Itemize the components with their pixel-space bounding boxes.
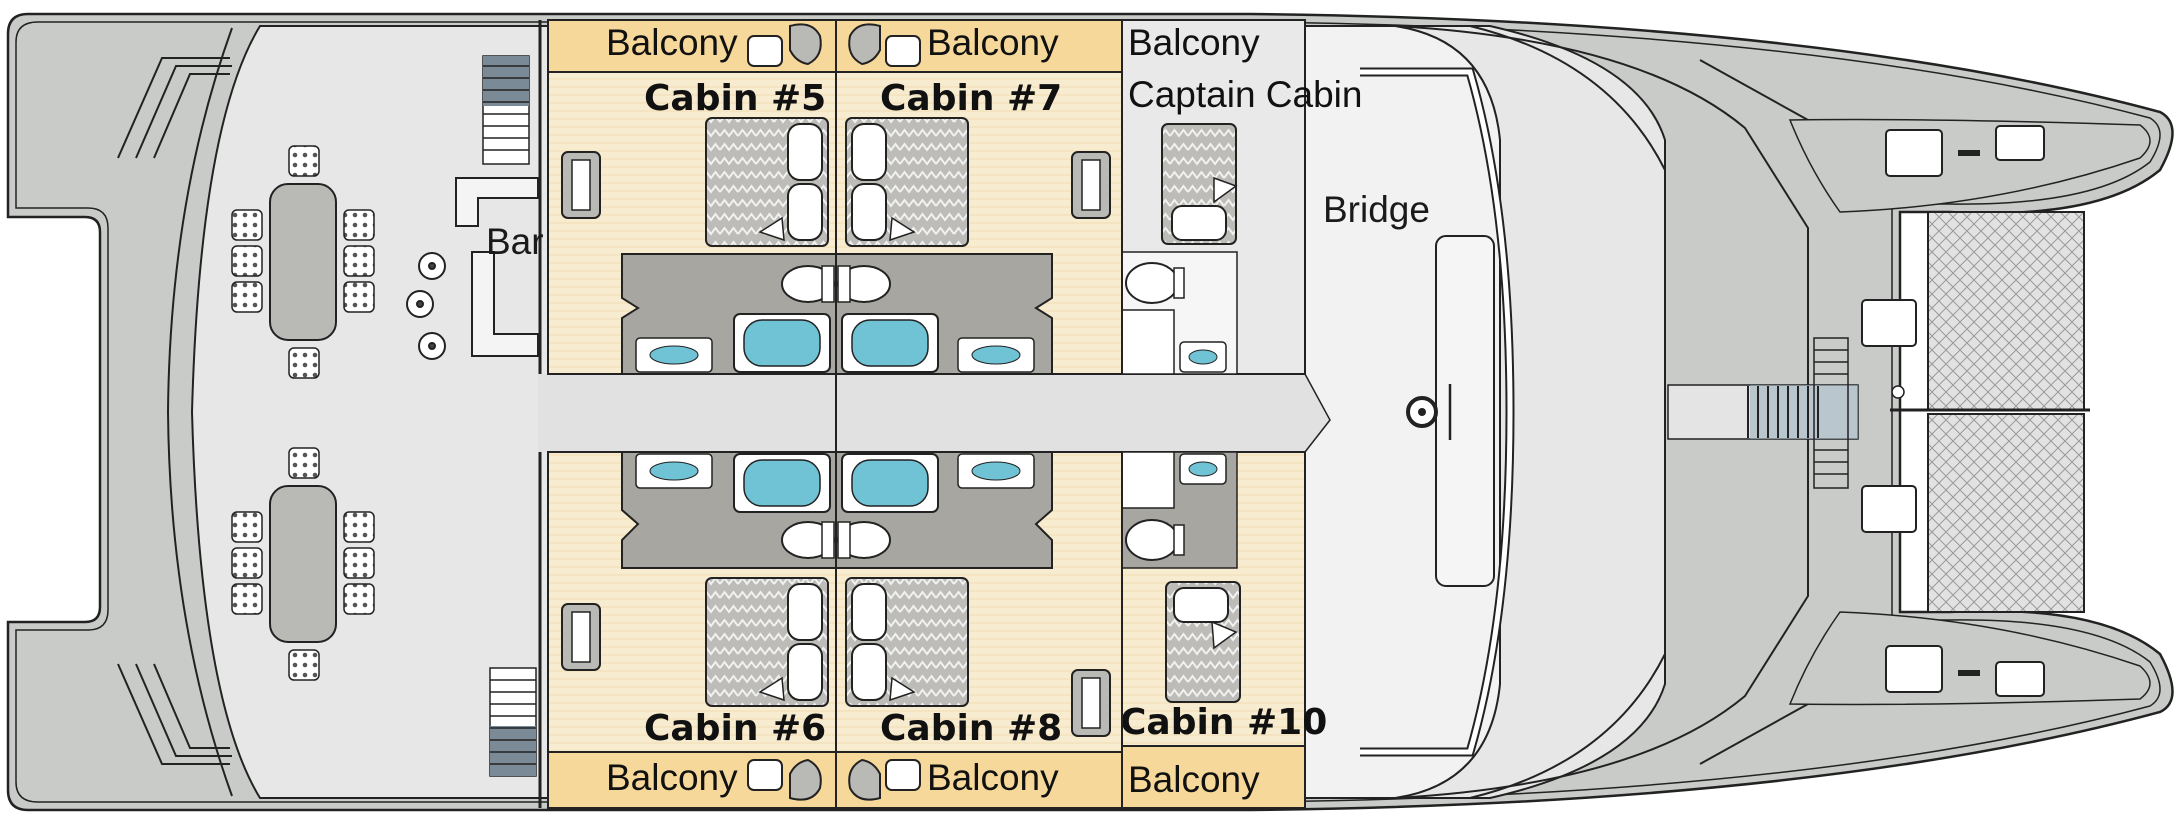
cabin-6-balcony-label: Balcony <box>606 757 738 798</box>
cabin-10-balcony-label: Balcony <box>1128 759 1260 800</box>
cabin-5-balcony <box>547 19 837 73</box>
bow-cleat-icon <box>1891 385 1905 399</box>
toilet-icon <box>781 265 835 303</box>
bed-icon <box>1165 581 1241 703</box>
bathtub-icon <box>733 453 831 513</box>
bed-icon <box>705 117 829 247</box>
sink-icon <box>635 337 713 373</box>
bridge-label: Bridge <box>1323 189 1430 230</box>
dining-table-top <box>269 183 337 341</box>
hatch-icon <box>1995 125 2045 161</box>
cabin-7-label: Cabin #7 <box>880 78 1062 119</box>
toilet-icon <box>837 265 891 303</box>
sink-icon <box>957 337 1035 373</box>
aft-stairs-icon <box>489 667 537 777</box>
bridge-console <box>1435 235 1495 587</box>
bathtub-icon <box>733 313 831 373</box>
bridge-room <box>1304 25 1501 799</box>
balcony-chair-icon <box>789 23 881 801</box>
bathtub-icon <box>841 313 939 373</box>
dining-table-bottom <box>269 485 337 643</box>
toilet-icon <box>1125 262 1185 304</box>
hatch-icon <box>1995 661 2045 697</box>
bar-label: Bar <box>486 221 544 262</box>
cabin-5-balcony-label: Balcony <box>606 22 738 63</box>
cabin-6-label: Cabin #6 <box>644 708 826 749</box>
bathtub-icon <box>841 453 939 513</box>
balcony-table-icon <box>747 35 921 791</box>
pontoon-bottom <box>1788 611 2151 706</box>
bar-counter <box>455 177 539 357</box>
stern-steps-bottom <box>117 663 232 765</box>
trampoline-net-bottom <box>1927 413 2085 613</box>
toilet-icon <box>1125 519 1185 561</box>
hatch-icon <box>1861 299 1917 347</box>
cabin-10-balcony <box>1121 745 1306 809</box>
hatch-icon <box>1885 645 1943 693</box>
sink-icon <box>957 453 1035 489</box>
sink-icon <box>1179 453 1227 485</box>
bed-icon <box>845 117 969 247</box>
bed-icon <box>705 577 829 707</box>
cabin-7-balcony-label: Balcony <box>927 22 1059 63</box>
stern-steps-top <box>117 57 232 159</box>
bar-stool-icon <box>406 252 446 360</box>
sink-icon <box>635 453 713 489</box>
cabin-7-balcony <box>835 19 1123 73</box>
cabin-8-balcony <box>835 751 1123 809</box>
cabin-10-label: Cabin #10 <box>1120 702 1327 743</box>
hull-inner-line <box>15 21 2161 803</box>
pontoon-top <box>1788 118 2151 213</box>
hatch-icon <box>1885 129 1943 177</box>
toilet-icon <box>781 521 835 559</box>
trampoline-net-top <box>1927 211 2085 411</box>
captain-cabin-label: Captain Cabin <box>1128 74 1362 115</box>
sink-icon <box>1179 341 1227 373</box>
dining-chair-icon <box>231 145 375 681</box>
cabin-5-label: Cabin #5 <box>644 78 826 119</box>
bed-icon <box>1161 123 1238 245</box>
bed-icon <box>845 577 969 707</box>
bow-stairs-icon <box>1747 386 1819 438</box>
central-corridor <box>538 374 1306 452</box>
aft-stairs-icon <box>482 55 530 165</box>
hatch-icon <box>1861 485 1917 533</box>
cabin-8-label: Cabin #8 <box>880 708 1062 749</box>
toilet-icon <box>837 521 891 559</box>
captain-balcony-label: Balcony <box>1128 22 1260 63</box>
cabin-8-balcony-label: Balcony <box>927 757 1059 798</box>
helm-wheel-icon <box>1406 384 1452 440</box>
